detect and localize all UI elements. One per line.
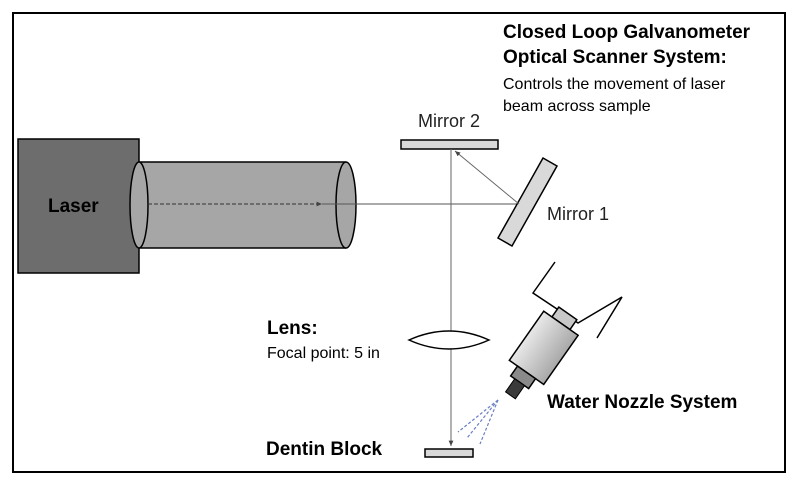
- mirror-1: [496, 156, 559, 248]
- dentin-block: [424, 448, 474, 458]
- scanner-title-line-2: Optical Scanner System:: [503, 47, 727, 68]
- laser-body: [17, 138, 140, 274]
- laser-label: Laser: [48, 196, 99, 217]
- mirror-1-label: Mirror 1: [547, 204, 609, 224]
- mirror-2: [400, 139, 499, 150]
- water-nozzle: [504, 261, 623, 400]
- beam-segment-3: [454, 150, 520, 205]
- lens-title: Lens:: [267, 318, 318, 339]
- mirror-2-label: Mirror 2: [418, 111, 480, 131]
- scanner-title-line-1: Closed Loop Galvanometer: [503, 22, 751, 43]
- scanner-desc-line-2: beam across sample: [503, 98, 651, 115]
- nozzle-label: Water Nozzle System: [547, 392, 738, 413]
- dentin-label: Dentin Block: [266, 439, 383, 460]
- scanner-desc-line-1: Controls the movement of laser: [503, 76, 726, 93]
- laser-tube: [129, 161, 357, 249]
- water-spray: [457, 399, 499, 445]
- lens: [407, 330, 491, 350]
- lens-desc: Focal point: 5 in: [267, 345, 380, 362]
